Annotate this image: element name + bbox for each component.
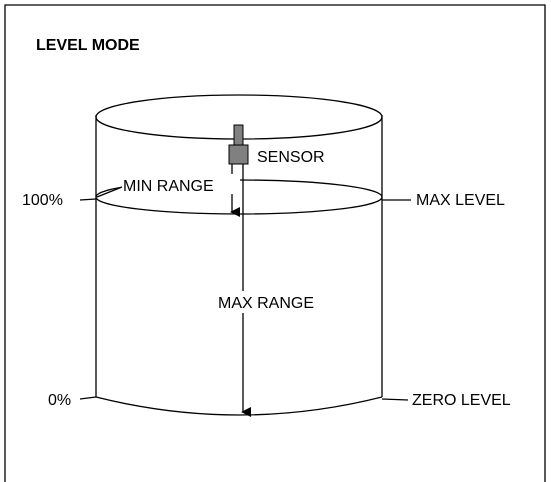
sensor-stem — [233, 124, 244, 146]
tank-bottom-arc — [95, 396, 383, 416]
percent-100-label: 100% — [22, 192, 63, 209]
min-range-label-bg — [121, 174, 240, 194]
sensor-label: SENSOR — [257, 149, 325, 166]
zero-level-label: ZERO LEVEL — [412, 392, 511, 409]
zero-level-leader — [381, 398, 409, 401]
figure-frame — [4, 4, 546, 482]
percent-100-leader — [79, 198, 97, 201]
max-level-label: MAX LEVEL — [416, 192, 505, 209]
diagram-title: LEVEL MODE — [36, 37, 140, 54]
max-range-label-bg — [216, 291, 344, 313]
min-range-leader — [96, 186, 123, 198]
max-range-label: MAX RANGE — [218, 295, 314, 312]
percent-0-leader — [79, 396, 97, 400]
min-range-label: MIN RANGE — [123, 178, 214, 195]
sensor-head — [228, 144, 249, 165]
percent-0-label: 0% — [48, 392, 71, 409]
